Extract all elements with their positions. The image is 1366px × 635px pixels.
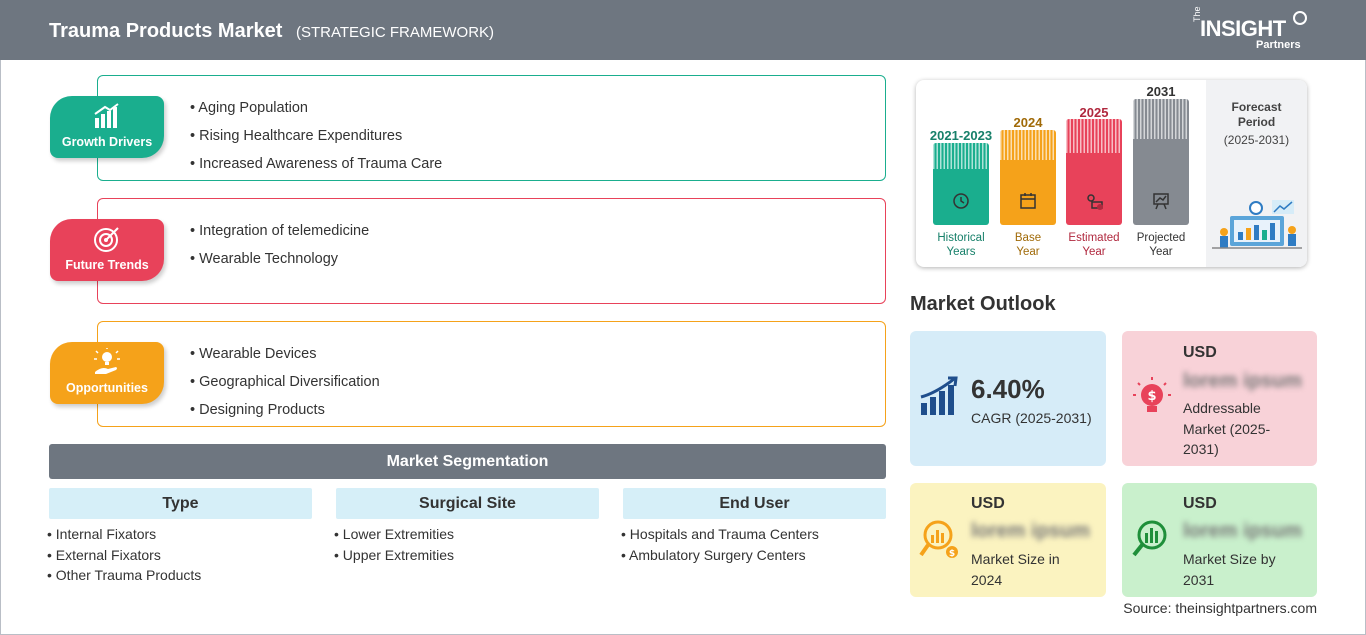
- header-bar: Trauma Products Market (STRATEGIC FRAMEW…: [0, 0, 1366, 60]
- timeline-year-historical: 2021-2023: [929, 128, 993, 143]
- list-item: • Upper Extremities: [334, 546, 455, 563]
- list-item: • Internal Fixators: [47, 526, 157, 542]
- addressable-label: Addressable Market (2025- 2031): [1183, 400, 1271, 457]
- addressable-market-card: USD lorem ipsum Addressable Market (2025…: [1122, 331, 1317, 466]
- analytics-illustration-icon: [1212, 200, 1302, 249]
- timeline-bar-projected: [1133, 99, 1189, 225]
- cagr-value: 6.40%: [971, 374, 1045, 404]
- page-subtitle: (STRATEGIC FRAMEWORK): [296, 24, 495, 41]
- size-2031-currency: USD: [1183, 495, 1217, 512]
- forecast-range: (2025-2031): [1223, 133, 1290, 147]
- timeline-bar-estimated: [1066, 119, 1122, 225]
- lightbulb-hand-icon: [94, 348, 120, 374]
- page-title: Trauma Products Market: [49, 20, 283, 42]
- list-item: • Aging Population: [190, 100, 308, 116]
- logo-lens-icon: [1293, 11, 1307, 25]
- list-item: • Other Trauma Products: [47, 567, 202, 583]
- list-item: • Lower Extremities: [334, 526, 455, 542]
- list-item: • Integration of telemedicine: [190, 223, 370, 239]
- growth-chart-icon: [920, 376, 958, 415]
- timeline-year-estimated: 2025: [1079, 105, 1109, 120]
- list-item: • Hospitals and Trauma Centers: [621, 526, 819, 542]
- opportunities-badge: Opportunities: [50, 342, 164, 404]
- market-size-2024-card: USD lorem ipsum Market Size in 2024 $: [910, 483, 1106, 597]
- opportunities-label: Opportunities: [66, 381, 148, 395]
- list-item: • Rising Healthcare Expenditures: [190, 128, 403, 144]
- segment-heading-end-user: End User: [623, 488, 886, 519]
- market-segmentation-title: Market Segmentation: [49, 444, 886, 479]
- source-note: Source: theinsightpartners.com: [1123, 600, 1317, 616]
- size-2024-currency: USD: [971, 495, 1005, 512]
- list-item: • Geographical Diversification: [190, 374, 380, 390]
- forecast-panel: Forecast Period (2025-2031): [1206, 80, 1307, 267]
- cagr-card: 6.40% CAGR (2025-2031): [910, 331, 1106, 466]
- timeline-icon-base: [1020, 193, 1036, 209]
- list-item: • Ambulatory Surgery Centers: [621, 546, 806, 563]
- opportunities-box: • Wearable Devices • Geographical Divers…: [97, 321, 886, 427]
- timeline-bar-historical: [933, 143, 989, 225]
- target-icon: [94, 227, 119, 252]
- timeline-icon-historical: [953, 193, 969, 209]
- magnifier-chart-icon: [1132, 520, 1167, 557]
- list-item: • Increased Awareness of Trauma Care: [190, 156, 443, 172]
- future-trends-box: • Integration of telemedicine • Wearable…: [97, 198, 886, 304]
- market-outlook-title: Market Outlook: [910, 293, 1056, 315]
- size-2031-label: Market Size by 2031: [1183, 551, 1276, 588]
- segment-heading-surgical-site: Surgical Site: [336, 488, 599, 519]
- growth-drivers-label: Growth Drivers: [61, 135, 153, 149]
- forecast-label-2: Period: [1237, 115, 1276, 129]
- segment-list-type: • Internal Fixators • External Fixators …: [47, 524, 201, 586]
- segment-list-surgical-site: • Lower Extremities • Upper Extremities: [334, 524, 454, 565]
- timeline-year-projected: 2031: [1146, 84, 1176, 99]
- svg-text:$: $: [949, 549, 955, 559]
- timeline-year-base: 2024: [1013, 115, 1043, 130]
- list-item: • Wearable Devices: [190, 346, 317, 362]
- cagr-label: CAGR (2025-2031): [971, 410, 1092, 426]
- future-trends-badge: Future Trends: [50, 219, 164, 281]
- timeline-bar-base: [1000, 130, 1056, 225]
- size-2024-label: Market Size in 2024: [971, 551, 1060, 588]
- list-item: • Designing Products: [190, 402, 325, 418]
- bar-chart-icon: [94, 103, 119, 128]
- segment-heading-type: Type: [49, 488, 312, 519]
- growth-drivers-list: • Aging Population • Rising Healthcare E…: [190, 94, 442, 178]
- size-2024-value: lorem ipsum: [971, 520, 1090, 542]
- svg-text:$: $: [1147, 389, 1156, 404]
- market-size-2031-card: USD lorem ipsum Market Size by 2031: [1122, 483, 1317, 597]
- size-2031-value: lorem ipsum: [1183, 520, 1302, 542]
- forecast-label: Forecast: [1231, 100, 1282, 114]
- insight-partners-logo: The INSIGHT Partners: [1192, 6, 1312, 54]
- magnifier-chart-icon: $: [919, 520, 958, 559]
- future-trends-list: • Integration of telemedicine • Wearable…: [190, 217, 369, 273]
- future-trends-label: Future Trends: [65, 258, 149, 272]
- timeline-icon-projected: [1153, 193, 1169, 210]
- list-item: • Wearable Technology: [190, 251, 339, 267]
- growth-drivers-badge: Growth Drivers: [50, 96, 164, 158]
- addressable-currency: USD: [1183, 344, 1217, 361]
- timeline-icon-estimated: [1087, 194, 1103, 210]
- addressable-value: lorem ipsum: [1183, 370, 1302, 392]
- list-item: • External Fixators: [47, 546, 161, 563]
- growth-drivers-box: • Aging Population • Rising Healthcare E…: [97, 75, 886, 181]
- opportunities-list: • Wearable Devices • Geographical Divers…: [190, 340, 380, 424]
- segment-list-end-user: • Hospitals and Trauma Centers • Ambulat…: [621, 524, 819, 565]
- idea-bulb-icon: $: [1133, 377, 1171, 412]
